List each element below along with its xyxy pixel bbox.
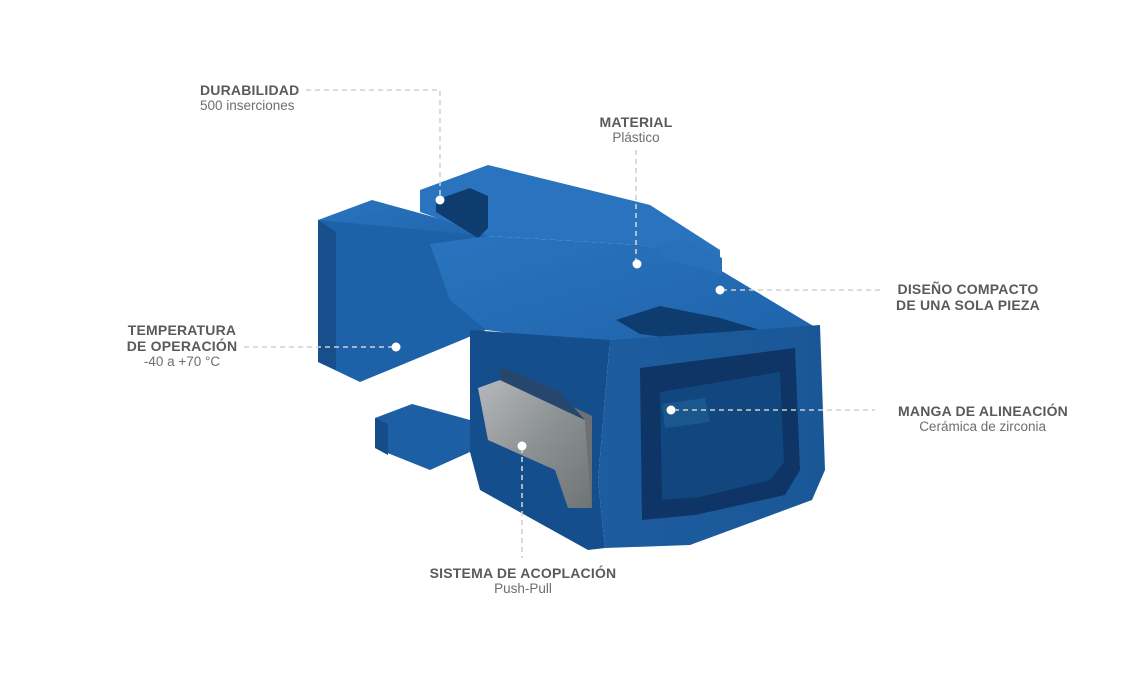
callout-temperatura-title-1: TEMPERATURA — [127, 322, 237, 338]
adapter-left-side — [318, 220, 336, 370]
callout-sistema-sub: Push-Pull — [494, 581, 552, 597]
dot-manga — [666, 405, 676, 415]
callout-manga-title: MANGA DE ALINEACIÓN — [898, 403, 1068, 419]
leader-lines — [244, 89, 882, 558]
clip-shadow — [500, 366, 585, 420]
callout-temperatura-sub: -40 a +70 °C — [143, 354, 221, 370]
callout-diseno-title-2: DE UNA SOLA PIEZA — [896, 297, 1040, 314]
callout-material-title: MATERIAL — [599, 114, 673, 130]
push-pull-clip — [478, 366, 592, 508]
dot-material — [632, 259, 642, 269]
dot-sistema — [517, 441, 527, 451]
callout-diseno: DISEÑO COMPACTO DE UNA SOLA PIEZA — [896, 281, 1040, 313]
front-opening-inner — [660, 372, 784, 500]
latch-top — [420, 165, 720, 270]
lower-flange-side — [375, 418, 388, 455]
callout-material-sub: Plástico — [612, 130, 660, 146]
dot-durabilidad — [435, 195, 445, 205]
callout-sistema: SISTEMA DE ACOPLACIÓN Push-Pull — [430, 565, 617, 597]
callout-durabilidad-sub: 500 inserciones — [200, 98, 295, 114]
callout-sistema-title: SISTEMA DE ACOPLACIÓN — [429, 565, 617, 581]
clip-plate — [478, 380, 592, 508]
callout-temperatura-title-2: DE OPERACIÓN — [126, 338, 238, 355]
lower-flange — [375, 404, 470, 470]
callout-durabilidad: DURABILIDAD 500 inserciones — [200, 82, 299, 114]
callout-diseno-title-1: DISEÑO COMPACTO — [897, 281, 1039, 297]
rear-tab — [655, 238, 722, 275]
dot-temperatura — [391, 342, 401, 352]
callout-manga: MANGA DE ALINEACIÓN Cerámica de zirconia — [898, 403, 1068, 435]
leader-dots — [391, 195, 725, 451]
latch-slot — [436, 188, 488, 238]
callout-manga-sub: Cerámica de zirconia — [919, 419, 1046, 435]
dot-diseno — [715, 285, 725, 295]
callout-material: MATERIAL Plástico — [600, 114, 673, 146]
leader-durabilidad — [306, 89, 441, 198]
callout-temperatura: TEMPERATURA DE OPERACIÓN -40 a +70 °C — [127, 322, 238, 370]
callout-durabilidad-title: DURABILIDAD — [200, 82, 300, 98]
alignment-sleeve — [662, 398, 710, 428]
